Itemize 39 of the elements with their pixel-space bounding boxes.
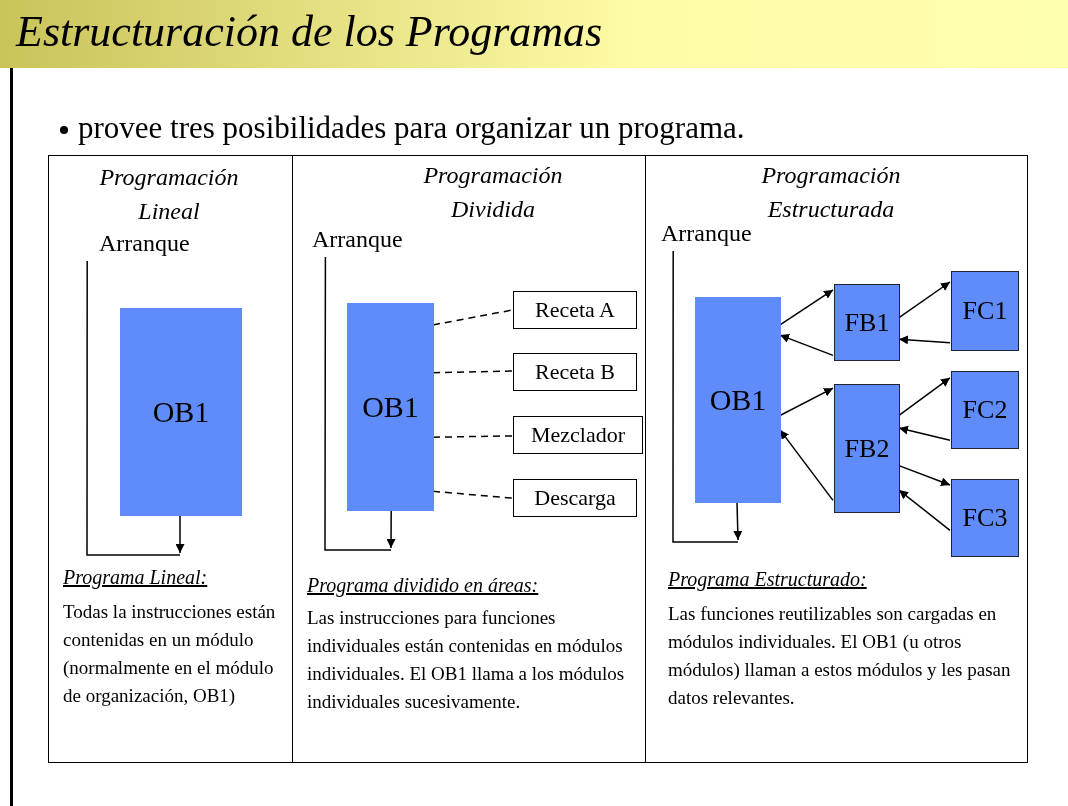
function-block: FB1 bbox=[834, 284, 900, 361]
main-block: OB1 bbox=[120, 308, 242, 516]
description-text: Las funciones reutilizables son cargadas en módulos individuales. El OB1 (u otros módulos) llaman a estos módulos y les pasan datos relevantes. bbox=[668, 602, 1012, 710]
main-block: OB1 bbox=[347, 303, 434, 511]
section-title: Programa Lineal: bbox=[63, 566, 209, 589]
connector-line bbox=[86, 260, 181, 556]
connector-line bbox=[672, 250, 739, 543]
bullet-text: provee tres posibilidades para organizar un programa. bbox=[78, 110, 745, 146]
function-block: FC1 bbox=[951, 271, 1019, 351]
module-box: Descarga bbox=[513, 479, 637, 517]
section-title: Programa dividido en áreas: bbox=[307, 574, 540, 597]
function-block: FB2 bbox=[834, 384, 900, 513]
panel-heading: Programación Lineal bbox=[98, 163, 240, 226]
arrow bbox=[898, 425, 951, 441]
connector-line bbox=[324, 256, 392, 551]
column-panel bbox=[48, 155, 293, 763]
arrow bbox=[386, 509, 396, 549]
main-block: OB1 bbox=[695, 297, 781, 503]
description-text: Las instrucciones para funciones individuales están contenidas en módulos individuales. El OB1 llama a los módulos individuales sucesivamente. bbox=[307, 606, 626, 714]
function-block: FC2 bbox=[951, 371, 1019, 449]
arrow bbox=[898, 464, 951, 486]
start-label: Arranque bbox=[99, 230, 219, 262]
column-panel bbox=[292, 155, 646, 763]
start-label: Arranque bbox=[312, 226, 432, 258]
arrow bbox=[733, 501, 743, 541]
column-panel bbox=[645, 155, 1028, 763]
description-text: Todas la instrucciones están contenidas en un módulo (normalmente en el módulo de organización, OB1) bbox=[63, 600, 277, 708]
slide-title: Estructuración de los Programas bbox=[16, 6, 603, 57]
module-box: Mezclador bbox=[513, 416, 643, 454]
arrow bbox=[898, 335, 951, 345]
module-box: Receta B bbox=[513, 353, 637, 391]
function-block: FC3 bbox=[951, 479, 1019, 557]
module-box: Receta A bbox=[513, 291, 637, 329]
section-title: Programa Estructurado: bbox=[668, 568, 868, 591]
arrow bbox=[898, 489, 951, 532]
arrow bbox=[898, 377, 951, 417]
panel-heading: Programación Dividida bbox=[422, 161, 564, 224]
arrow bbox=[175, 514, 185, 554]
arrow bbox=[898, 281, 951, 319]
